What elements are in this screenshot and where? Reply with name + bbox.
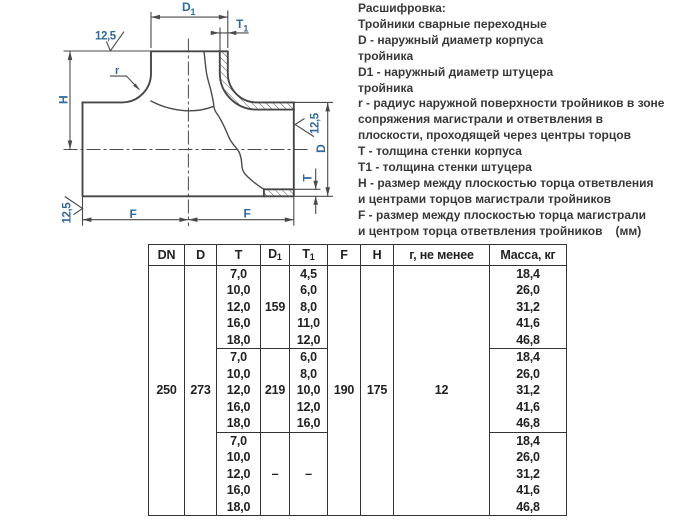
- svg-text:F: F: [244, 207, 251, 221]
- svg-text:1: 1: [243, 24, 248, 34]
- svg-text:F: F: [130, 207, 137, 221]
- svg-text:r: r: [115, 65, 120, 77]
- svg-text:12,5: 12,5: [310, 112, 322, 134]
- svg-text:T: T: [301, 174, 315, 182]
- svg-text:H: H: [57, 95, 71, 104]
- svg-text:12,5: 12,5: [95, 31, 117, 43]
- svg-text:12,5: 12,5: [61, 202, 73, 224]
- svg-text:1: 1: [191, 7, 196, 17]
- svg-text:T: T: [236, 17, 244, 31]
- svg-text:D: D: [182, 0, 191, 14]
- svg-text:D: D: [314, 144, 328, 153]
